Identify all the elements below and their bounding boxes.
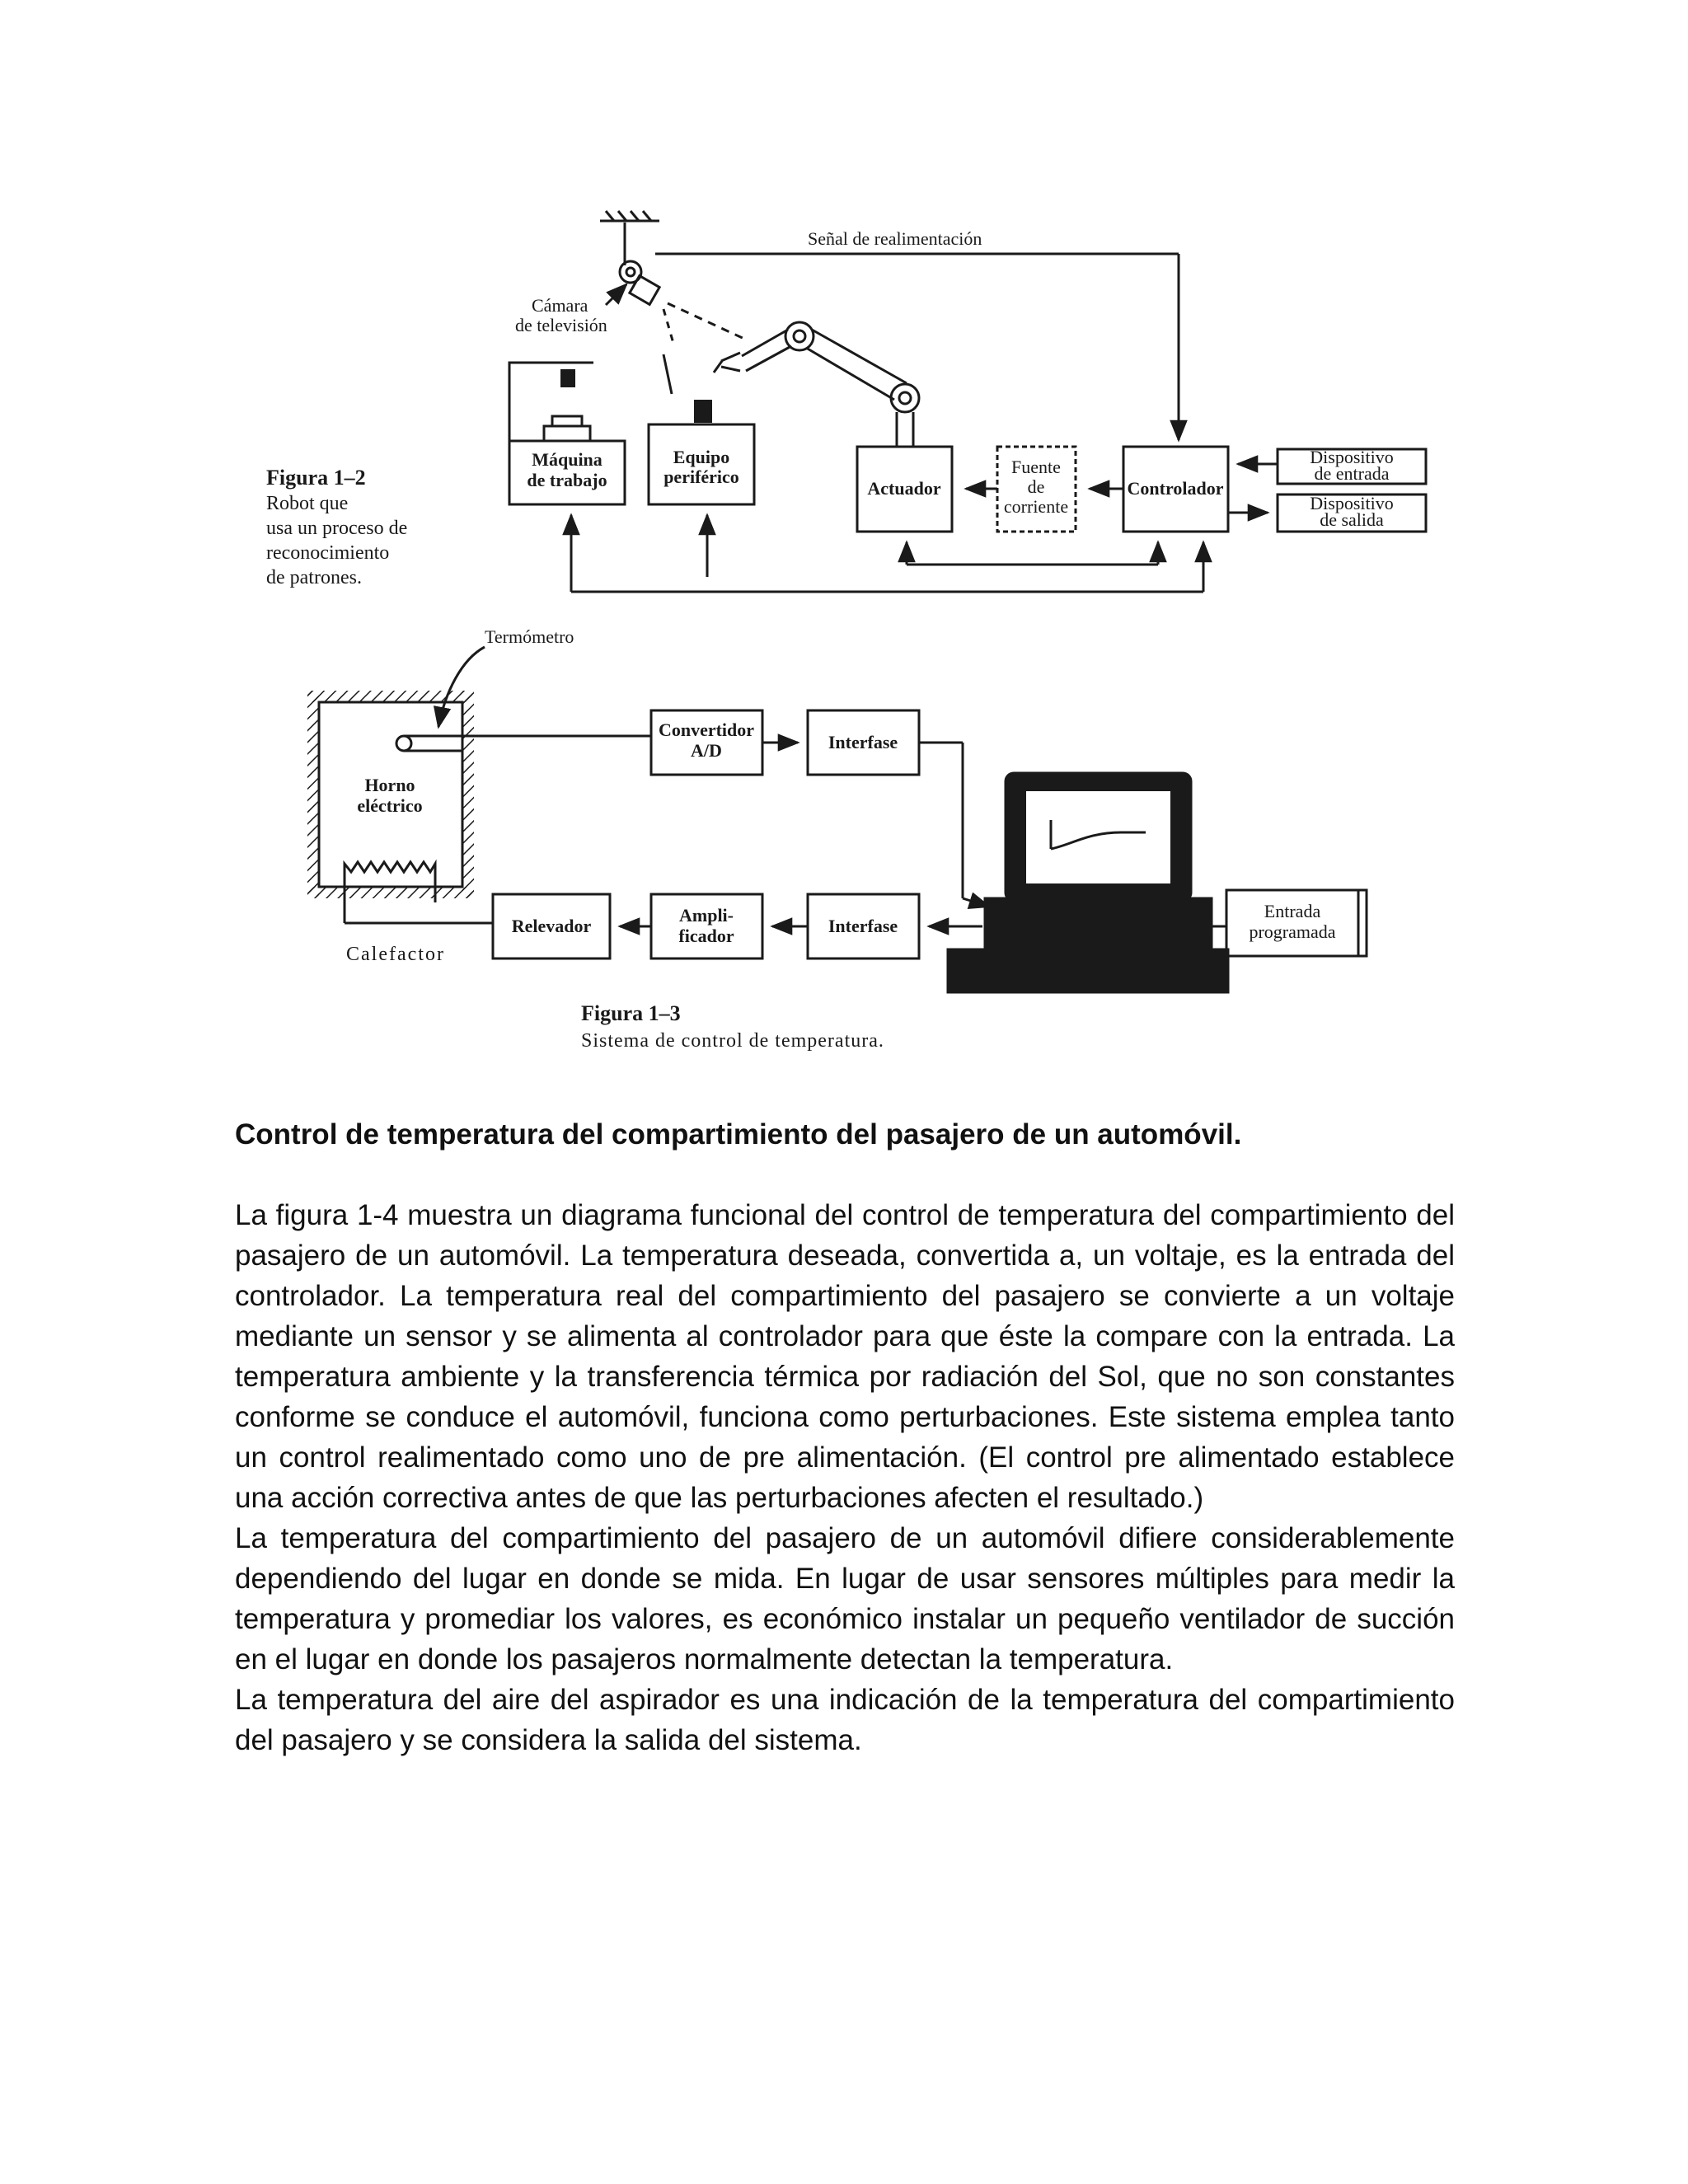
power-label-line3: corriente — [1004, 496, 1068, 517]
heater-label: Calefactor — [346, 944, 445, 965]
figure-1-2-caption-line1: Robot que — [266, 493, 348, 514]
adc-label-line2: A/D — [691, 740, 722, 761]
section-heading: Control de temperatura del compartimient… — [235, 1118, 1242, 1151]
figures-area: Señal de realimentación Cámara de televi… — [266, 210, 1428, 1052]
program-input-line1: Entrada — [1264, 901, 1321, 921]
figure-1-3 — [307, 645, 1368, 994]
paragraph-2: La temperatura del compartimiento del pa… — [235, 1522, 1455, 1675]
interface-bottom-label: Interfase — [828, 916, 898, 936]
oven-label-line2: eléctrico — [357, 795, 422, 816]
program-input-line2: programada — [1249, 921, 1335, 942]
thermometer-label: Termómetro — [485, 626, 574, 647]
figure-1-2-caption-title: Figura 1–2 — [266, 466, 366, 490]
figure-1-3-caption-text: Sistema de control de temperatura. — [581, 1030, 884, 1052]
actuator-label: Actuador — [867, 478, 940, 499]
paragraph-1: La figura 1-4 muestra un diagrama funcio… — [235, 1199, 1455, 1514]
output-device-line1: Dispositivo — [1310, 493, 1393, 513]
oven-label-line1: Horno — [364, 775, 415, 795]
peripheral-label-line1: Equipo — [673, 447, 730, 467]
figure-1-2-caption-line3: reconocimiento — [266, 542, 389, 564]
power-label-line2: de — [1028, 476, 1045, 497]
interface-top-label: Interfase — [828, 732, 898, 752]
camera-label-line1: Cámara — [532, 295, 588, 316]
figure-1-2-caption-line4: de patrones. — [266, 567, 362, 588]
machine-label-line2: de trabajo — [527, 470, 607, 490]
machine-label-line1: Máquina — [532, 449, 603, 470]
figure-1-2 — [508, 210, 1428, 593]
figure-1-3-caption-title: Figura 1–3 — [581, 1001, 681, 1025]
input-device-line1: Dispositivo — [1310, 447, 1393, 467]
paragraph-3: La temperatura del aire del aspirador es… — [235, 1684, 1455, 1756]
section-body: Control de temperatura del compartimient… — [235, 1114, 1455, 1760]
feedback-signal-label: Señal de realimentación — [808, 228, 982, 249]
controller-label: Controlador — [1128, 478, 1224, 499]
input-device-line2: de entrada — [1315, 463, 1390, 484]
power-label-line1: Fuente — [1011, 457, 1061, 477]
amplifier-label-line2: ficador — [678, 926, 734, 946]
amplifier-label-line1: Ampli- — [679, 905, 734, 926]
peripheral-label-line2: periférico — [663, 466, 739, 487]
relay-label: Relevador — [512, 916, 592, 936]
output-device-line2: de salida — [1320, 509, 1384, 530]
figure-1-2-caption-line2: usa un proceso de — [266, 518, 407, 539]
camera-label-line2: de televisión — [515, 315, 607, 335]
adc-label-line1: Convertidor — [659, 719, 754, 740]
